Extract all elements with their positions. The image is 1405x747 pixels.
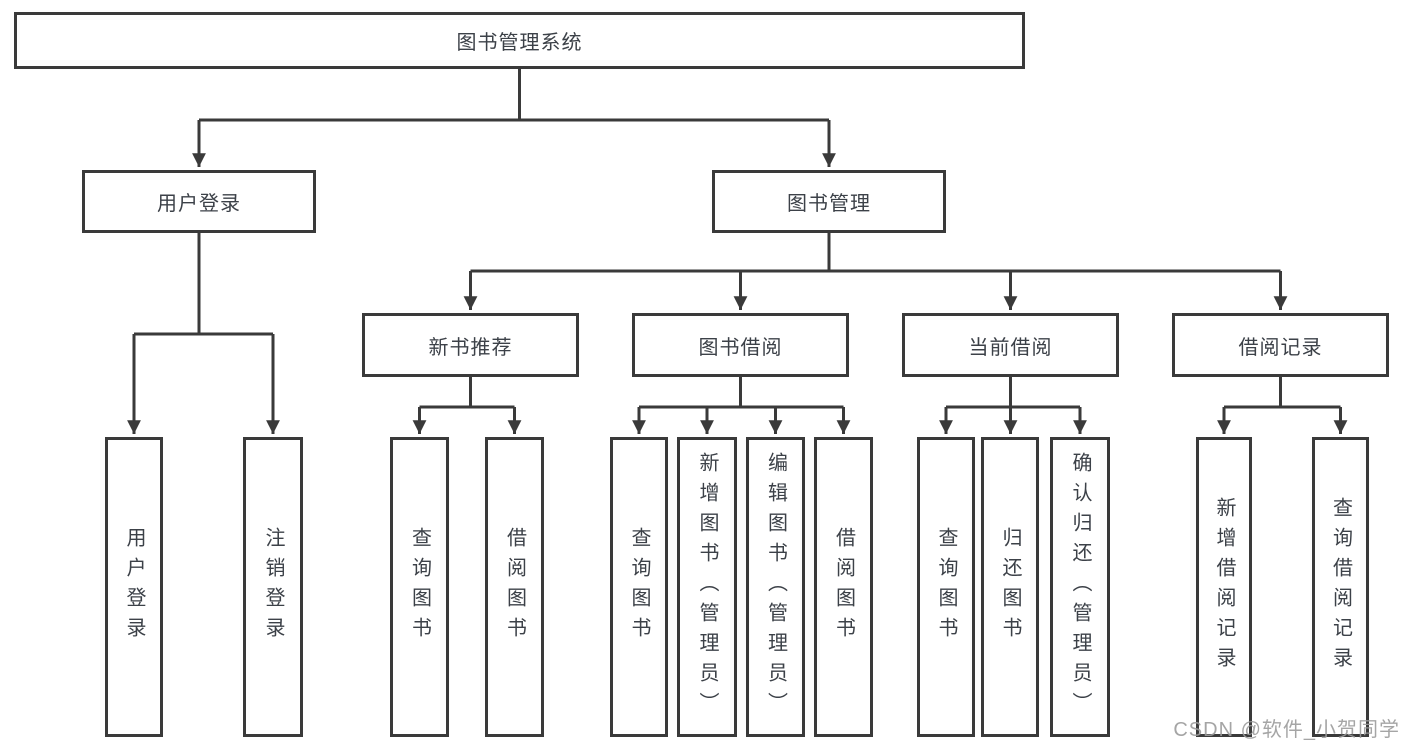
leaf-user-login: 用户登录 [105, 437, 163, 737]
leaf-label: 确认归还（管理员） [1069, 452, 1091, 722]
leaf-confirm-return-admin: 确认归还（管理员） [1050, 437, 1110, 737]
leaf-label: 新增借阅记录 [1213, 497, 1235, 677]
node-library-management-system: 图书管理系统 [14, 12, 1025, 69]
leaf-label: 新增图书（管理员） [696, 452, 718, 722]
leaf-label: 编辑图书（管理员） [764, 452, 787, 722]
node-label: 图书管理 [787, 193, 871, 215]
leaf-add-books-admin: 新增图书（管理员） [677, 437, 737, 737]
leaf-label: 借阅图书 [503, 527, 526, 647]
node-label: 图书借阅 [698, 336, 783, 359]
node-current-borrowing: 当前借阅 [902, 313, 1119, 377]
leaf-query-books-newbooks: 查询图书 [390, 437, 449, 737]
node-label: 当前借阅 [968, 336, 1053, 359]
connector-userlogin-to-leaves [127, 233, 280, 434]
leaf-query-borrow-record: 查询借阅记录 [1312, 437, 1369, 737]
connector-records-to-leaves [1217, 377, 1348, 434]
leaf-label: 查询图书 [935, 527, 957, 647]
leaf-logout: 注销登录 [243, 437, 303, 737]
leaf-borrow-books-borrowing: 借阅图书 [814, 437, 873, 737]
leaf-borrow-books-newbooks: 借阅图书 [485, 437, 544, 737]
leaf-label: 用户登录 [123, 527, 145, 647]
leaf-add-borrow-record: 新增借阅记录 [1196, 437, 1252, 737]
connector-newbooks-to-leaves [412, 377, 522, 434]
leaf-label: 查询图书 [628, 527, 650, 647]
leaf-label: 归还图书 [999, 527, 1021, 647]
leaf-label: 查询借阅记录 [1329, 497, 1352, 677]
node-book-borrowing: 图书借阅 [632, 313, 849, 377]
node-label: 新书推荐 [428, 336, 513, 359]
leaf-query-books-current: 查询图书 [917, 437, 975, 737]
csdn-watermark: CSDN @软件_小贺同学 [1173, 719, 1400, 741]
leaf-query-books-borrowing: 查询图书 [610, 437, 668, 737]
leaf-label: 注销登录 [262, 527, 284, 647]
node-label: 用户登录 [157, 193, 241, 215]
node-book-management: 图书管理 [712, 170, 946, 233]
leaf-return-books: 归还图书 [981, 437, 1039, 737]
connector-currentborrow-to-leaves [939, 377, 1087, 434]
node-new-book-recommendation: 新书推荐 [362, 313, 579, 377]
node-user-login: 用户登录 [82, 170, 316, 233]
connector-root-to-level2 [192, 69, 836, 167]
node-borrowing-records: 借阅记录 [1172, 313, 1389, 377]
leaf-label: 借阅图书 [832, 527, 855, 647]
leaf-edit-books-admin: 编辑图书（管理员） [746, 437, 805, 737]
node-label: 图书管理系统 [456, 32, 583, 54]
node-label: 借阅记录 [1238, 336, 1323, 359]
connector-bookmgmt-to-level3 [463, 233, 1288, 310]
connector-bookborrow-to-leaves [632, 377, 851, 434]
leaf-label: 查询图书 [408, 527, 431, 647]
